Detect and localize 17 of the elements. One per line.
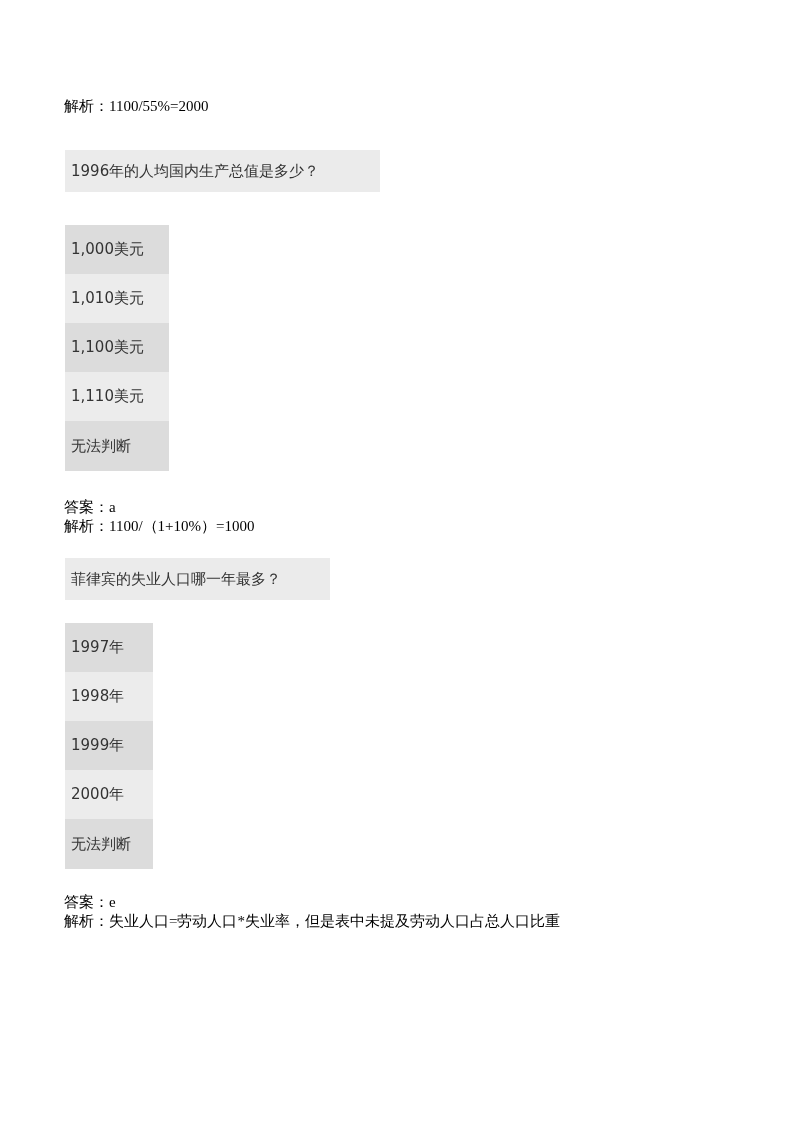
explanation-text: 解析：1100/55%=2000 xyxy=(64,97,209,116)
answer-text: 答案：a xyxy=(64,498,116,517)
option-cell: 1998年 xyxy=(65,672,153,721)
question-box: 菲律宾的失业人口哪一年最多？ xyxy=(65,558,330,600)
option-cell: 1,010美元 xyxy=(65,274,169,323)
option-cell: 2000年 xyxy=(65,770,153,819)
option-cell: 1,100美元 xyxy=(65,323,169,372)
option-cell: 1999年 xyxy=(65,721,153,770)
option-cell: 1,110美元 xyxy=(65,372,169,421)
explanation-text: 解析：1100/（1+10%）=1000 xyxy=(64,517,255,536)
question-box: 1996年的人均国内生产总值是多少？ xyxy=(65,150,380,192)
option-cell: 无法判断 xyxy=(65,819,153,869)
option-cell: 无法判断 xyxy=(65,421,169,471)
explanation-text: 解析：失业人口=劳动人口*失业率，但是表中未提及劳动人口占总人口比重 xyxy=(64,912,560,931)
option-cell: 1,000美元 xyxy=(65,225,169,274)
answer-text: 答案：e xyxy=(64,893,116,912)
option-cell: 1997年 xyxy=(65,623,153,672)
